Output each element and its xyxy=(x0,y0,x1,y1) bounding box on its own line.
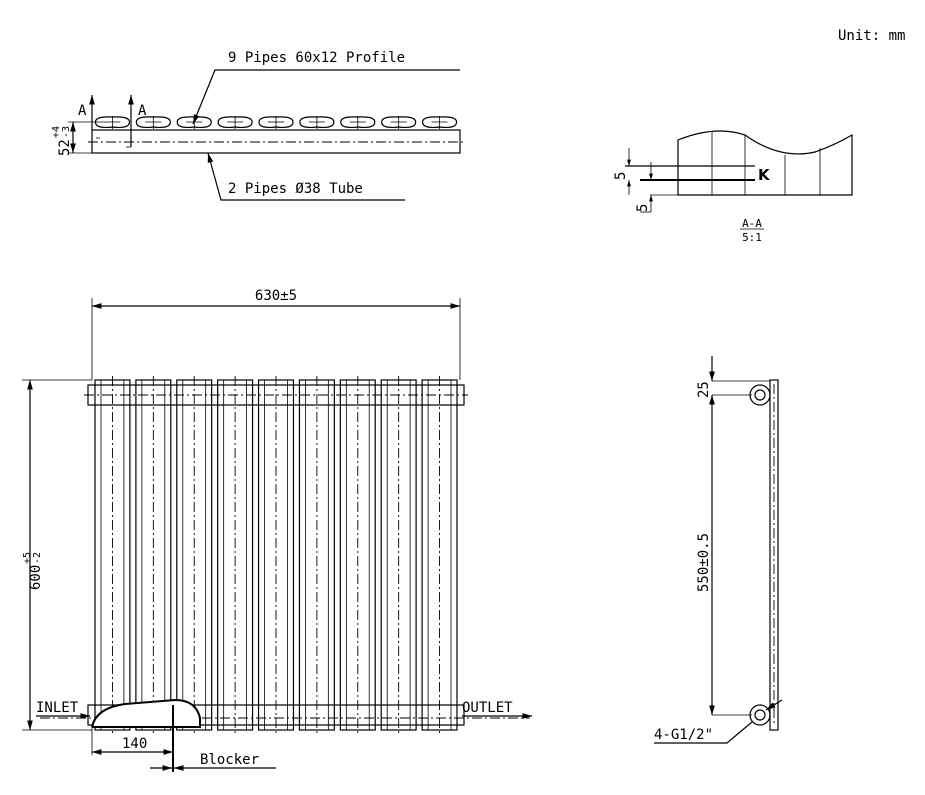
dim-a: 5 xyxy=(613,172,629,180)
profile-pipe xyxy=(217,116,253,129)
section-view-a-a: K 5 5 A-A 5:1 xyxy=(613,130,853,244)
panels xyxy=(94,376,458,734)
profile-pipe xyxy=(258,116,294,129)
tube-leader xyxy=(207,152,405,201)
connection-leader xyxy=(654,721,753,744)
blocker-dim-value: 140 xyxy=(122,736,147,752)
top-view: A A 52 +4 -3 9 Pipes 60x12 Profile 2 Pip… xyxy=(51,50,464,201)
side-view: 25 550±0.5 4-G1/2" xyxy=(654,356,783,744)
profile-label: 9 Pipes 60x12 Profile xyxy=(228,50,405,66)
header-tube-top-view xyxy=(91,129,461,154)
section-mark-left: A xyxy=(78,103,87,119)
height-dim-value: 600 xyxy=(28,565,44,590)
profile-pipe xyxy=(421,116,458,129)
profile-pipes xyxy=(94,116,458,129)
height-tol-upper: +5 xyxy=(22,552,33,564)
profile-pipe xyxy=(176,116,212,129)
tube-label: 2 Pipes Ø38 Tube xyxy=(228,181,363,197)
centers-dim-value: 550±0.5 xyxy=(696,533,712,592)
profile-pipe xyxy=(94,116,131,129)
depth-tol-upper: +4 xyxy=(51,126,62,138)
dim-b: 5 xyxy=(635,204,651,212)
connection-label: 4-G1/2" xyxy=(654,727,713,743)
section-profile xyxy=(677,130,853,196)
section-mark-right: A xyxy=(138,103,147,119)
profile-leader xyxy=(192,69,460,125)
section-scale: 5:1 xyxy=(742,231,762,244)
top-connection xyxy=(749,384,771,406)
side-profile xyxy=(769,379,779,731)
outlet-label: OUTLET xyxy=(462,700,513,716)
depth-tol-lower: -3 xyxy=(61,126,72,138)
unit-label: Unit: mm xyxy=(838,28,905,44)
height-tol-lower: -2 xyxy=(32,552,43,564)
profile-pipe xyxy=(135,116,171,129)
blocker-label: Blocker xyxy=(200,752,259,768)
profile-pipe xyxy=(381,116,417,129)
k-label: K xyxy=(758,166,771,184)
front-view: 630±5 600 +5 -2 INLET OUTLET 140 Blocker xyxy=(22,288,532,772)
bottom-connection xyxy=(749,704,771,726)
top-offset-dim: 25 xyxy=(696,381,712,398)
profile-pipe xyxy=(299,116,335,129)
inlet-label: INLET xyxy=(36,700,79,716)
width-dim-value: 630±5 xyxy=(255,288,297,304)
section-title: A-A xyxy=(742,217,762,230)
profile-pipe xyxy=(340,116,376,129)
depth-dim-value: 52 xyxy=(57,139,73,156)
blocker-flow xyxy=(91,698,201,728)
